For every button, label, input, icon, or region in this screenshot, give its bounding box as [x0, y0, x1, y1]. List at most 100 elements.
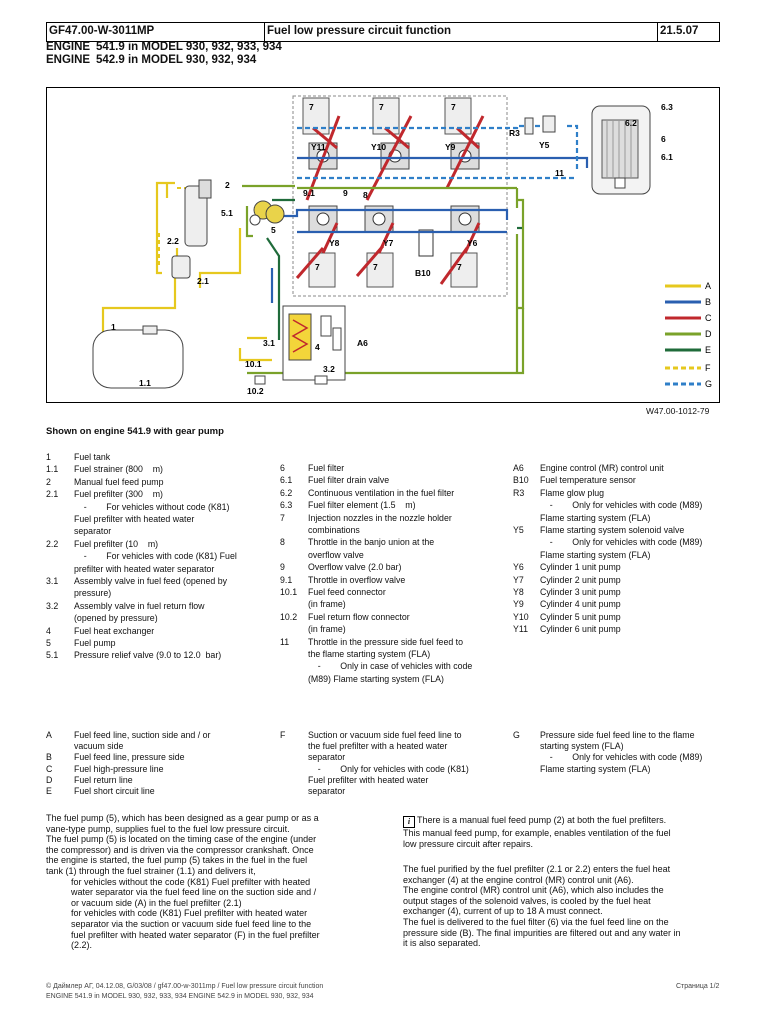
valve-3-2	[314, 375, 328, 385]
svg-text:B10: B10	[415, 268, 431, 278]
paragraph-line: The fuel purified by the fuel prefilter …	[403, 864, 671, 874]
legend-number: B10	[513, 475, 529, 486]
paragraph-line: This manual feed pump, for example, enab…	[403, 828, 671, 838]
line-legend-col2: F Suction or vacuum side fuel feed line t…	[280, 730, 500, 797]
legend-number: 10.1	[280, 587, 298, 597]
paragraph-line: The engine control (MR) control unit (A6…	[403, 885, 664, 896]
legend-text: (in frame)	[308, 624, 346, 635]
legend-number: 6	[280, 463, 285, 473]
footer-page: Страница 1/2	[676, 983, 720, 990]
unit-pump-y8	[308, 205, 338, 288]
legend-number: Y10	[513, 611, 529, 622]
footer-line-2: ENGINE 541.9 in MODEL 930, 932, 933, 934…	[46, 993, 314, 1000]
legend-text: Pressure side fuel feed line to the flam…	[540, 730, 695, 740]
doc-title: Fuel low pressure circuit function	[265, 23, 699, 41]
svg-text:10.2: 10.2	[247, 386, 264, 396]
legend-text: Fuel prefilter (300 m)	[74, 489, 163, 500]
legend-number: G	[513, 730, 520, 740]
svg-text:2: 2	[225, 180, 230, 190]
paragraph-line: vane-type pump, supplies fuel to the fue…	[46, 823, 290, 834]
legend-text: Fuel temperature sensor	[540, 475, 636, 486]
solenoid-valve-y5	[542, 115, 556, 133]
paragraph-line: The fuel pump (5), which has been design…	[46, 813, 319, 823]
svg-text:7: 7	[315, 262, 320, 272]
legend-text: the flame starting system (FLA)	[308, 649, 431, 659]
legend-number: 6.3	[280, 500, 293, 511]
legend-text: prefilter with heated water separator	[74, 563, 215, 574]
legend-text: Flame starting system (FLA)	[540, 549, 651, 560]
legend-text: Fuel prefilter (10 m)	[74, 538, 159, 549]
legend-text: Assembly valve in fuel return flow	[74, 600, 205, 611]
svg-text:A6: A6	[357, 338, 368, 348]
legend-number: 2	[46, 476, 51, 487]
legend-text: Suction or vacuum side fuel feed line to	[308, 730, 462, 740]
legend-text: - For vehicles with code (K81) Fuel	[74, 551, 237, 562]
legend-text: Fuel high-pressure line	[74, 763, 164, 774]
legend-text: separator	[308, 786, 346, 796]
legend-text: Cylinder 1 unit pump	[540, 562, 621, 573]
svg-text:Y10: Y10	[371, 142, 386, 152]
svg-text:R3: R3	[509, 128, 520, 138]
legend-text: Continuous ventilation in the fuel filte…	[308, 487, 455, 498]
legend-number: 8	[280, 537, 285, 548]
legend-text: - Only for vehicles with code (M89)	[540, 537, 703, 548]
paragraph-line: exchanger (4), current of up to 18 A mus…	[403, 906, 603, 917]
legend-text: Fuel return line	[74, 774, 133, 785]
legend-text: Fuel filter	[308, 463, 345, 473]
legend-number: 6.1	[280, 475, 293, 486]
legend-text: Throttle in the pressure side fuel feed …	[308, 636, 464, 647]
legend-text: Fuel feed connector	[308, 587, 386, 597]
legend-text: - Only in case of vehicles with code	[308, 661, 473, 672]
svg-text:6.3: 6.3	[661, 102, 673, 112]
legend-text: separator	[308, 752, 346, 763]
legend-number: 3.2	[46, 600, 59, 611]
paragraph-line: the engine is started, the fuel pump (5)…	[46, 855, 308, 866]
manual-pump-2	[198, 179, 212, 199]
legend-text: Flame starting system (FLA)	[540, 512, 651, 523]
legend-text: (in frame)	[308, 599, 346, 610]
legend-text: Fuel prefilter with heated water	[74, 514, 195, 524]
legend-number: 2.2	[46, 538, 59, 549]
drain-valve-6-1	[614, 177, 626, 189]
legend-number: 9.1	[280, 574, 293, 585]
legend-text: - Only for vehicles with code (M89)	[540, 752, 703, 763]
fla-feed-lines	[297, 124, 579, 180]
fuel-tank	[92, 329, 184, 389]
legend-text: Cylinder 6 unit pump	[540, 624, 621, 635]
legend-text: Manual fuel feed pump	[74, 476, 164, 487]
legend-number: Y5	[513, 525, 524, 535]
legend-number: 10.2	[280, 611, 298, 622]
legend-number: F	[280, 730, 286, 740]
legend-number: D	[46, 774, 53, 785]
legend-number: 2.1	[46, 489, 59, 500]
svg-text:9.1: 9.1	[303, 188, 315, 198]
legend-number: Y7	[513, 574, 524, 585]
paragraph-line: The fuel is delivered to the fuel filter…	[403, 916, 669, 927]
legend-b: B	[705, 297, 711, 307]
paragraph-line: The fuel pump (5) is located on the timi…	[46, 834, 317, 845]
legend-number: A	[46, 730, 52, 740]
pressure-feed-lines	[270, 156, 589, 303]
b10-sensor	[418, 229, 434, 257]
paragraph-line: low pressure circuit after repairs.	[403, 838, 534, 849]
legend-number: 9	[280, 562, 285, 573]
legend-text: Throttle in the banjo union at the	[308, 537, 435, 548]
svg-text:5.1: 5.1	[221, 208, 233, 218]
legend-text: Flame starting system solenoid valve	[540, 525, 685, 535]
legend-text: Fuel filter drain valve	[308, 475, 390, 486]
legend-number: Y11	[513, 624, 528, 635]
svg-text:7: 7	[309, 102, 314, 112]
legend-text: - Only for vehicles with code (M89)	[540, 500, 703, 511]
paragraph-line: exchanger (4) at the engine control (MR)…	[403, 874, 634, 885]
svg-text:9: 9	[343, 188, 348, 198]
paragraph-line: it is also separated.	[403, 938, 481, 949]
svg-text:7: 7	[373, 262, 378, 272]
svg-text:2.1: 2.1	[197, 276, 209, 286]
legend-e: E	[705, 345, 711, 355]
legend-number: B	[46, 752, 52, 763]
legend-text: Cylinder 3 unit pump	[540, 587, 621, 597]
prefilter-2-1	[171, 255, 191, 279]
legend-number: 1	[46, 452, 51, 462]
